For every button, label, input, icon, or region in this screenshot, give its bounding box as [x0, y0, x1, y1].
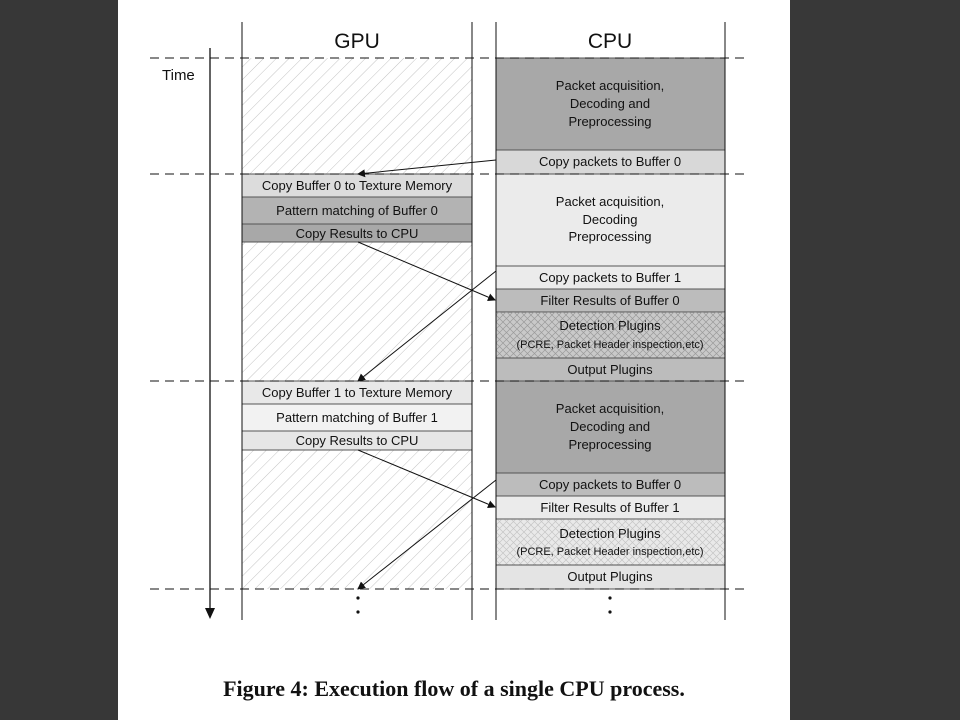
gpu-column-header: GPU [334, 30, 380, 53]
cpu-block-label: Output Plugins [567, 362, 653, 377]
cpu-block-label: Filter Results of Buffer 1 [540, 500, 679, 515]
cpu-block-label: Copy packets to Buffer 1 [539, 270, 681, 285]
cpu-column-header: CPU [588, 30, 632, 53]
cpu-block-label: Packet acquisition, [556, 401, 664, 416]
gpu-idle-region [242, 450, 472, 589]
cpu-block-label: Preprocessing [568, 229, 651, 244]
continuation-dot [608, 610, 612, 614]
cpu-block-label: Decoding and [570, 96, 650, 111]
gpu-block-label: Copy Buffer 1 to Texture Memory [262, 385, 453, 400]
continuation-dot [608, 596, 612, 600]
data-flow-arrow [357, 449, 496, 509]
cpu-block-label: Detection Plugins [559, 318, 661, 333]
cpu-block-label: Decoding and [570, 419, 650, 434]
cpu-block-label: Preprocessing [568, 114, 651, 129]
cpu-block-label: Packet acquisition, [556, 194, 664, 209]
gpu-block-label: Copy Results to CPU [296, 433, 419, 448]
execution-flow-diagram: GPU CPU Time Copy Buffer 0 to Texture Me… [150, 22, 750, 620]
cpu-block-label: (PCRE, Packet Header inspection,etc) [516, 546, 703, 558]
cpu-block-label: Decoding [583, 212, 638, 227]
gpu-block-label: Copy Buffer 0 to Texture Memory [262, 178, 453, 193]
cpu-block-label: Copy packets to Buffer 0 [539, 154, 681, 169]
cpu-block-label: Output Plugins [567, 569, 653, 584]
cpu-block-label: Preprocessing [568, 437, 651, 452]
cpu-block [495, 380, 726, 474]
cpu-block-label: Filter Results of Buffer 0 [540, 293, 679, 308]
continuation-dot [356, 610, 360, 614]
gpu-block-label: Copy Results to CPU [296, 226, 419, 241]
gpu-block-label: Pattern matching of Buffer 1 [276, 410, 438, 425]
right-background [790, 0, 960, 720]
cpu-block [495, 149, 726, 175]
time-axis-arrowhead [205, 608, 215, 619]
slide: GPU CPU Time Copy Buffer 0 to Texture Me… [118, 0, 790, 720]
gpu-idle-region [242, 242, 472, 381]
data-flow-arrow [357, 479, 497, 590]
cpu-block-label: (PCRE, Packet Header inspection,etc) [516, 339, 703, 351]
cpu-block [495, 57, 726, 151]
cpu-block-label: Detection Plugins [559, 526, 661, 541]
data-flow-arrow [357, 159, 497, 178]
continuation-dot [356, 596, 360, 600]
figure-caption: Figure 4: Execution flow of a single CPU… [223, 676, 685, 701]
data-flow-arrow [357, 270, 497, 382]
cpu-block [495, 173, 726, 267]
gpu-block-label: Pattern matching of Buffer 0 [276, 203, 438, 218]
time-label: Time [162, 67, 195, 84]
cpu-block-label: Packet acquisition, [556, 78, 664, 93]
cpu-block-label: Copy packets to Buffer 0 [539, 477, 681, 492]
gpu-idle-region [242, 58, 472, 174]
left-background [0, 0, 118, 720]
